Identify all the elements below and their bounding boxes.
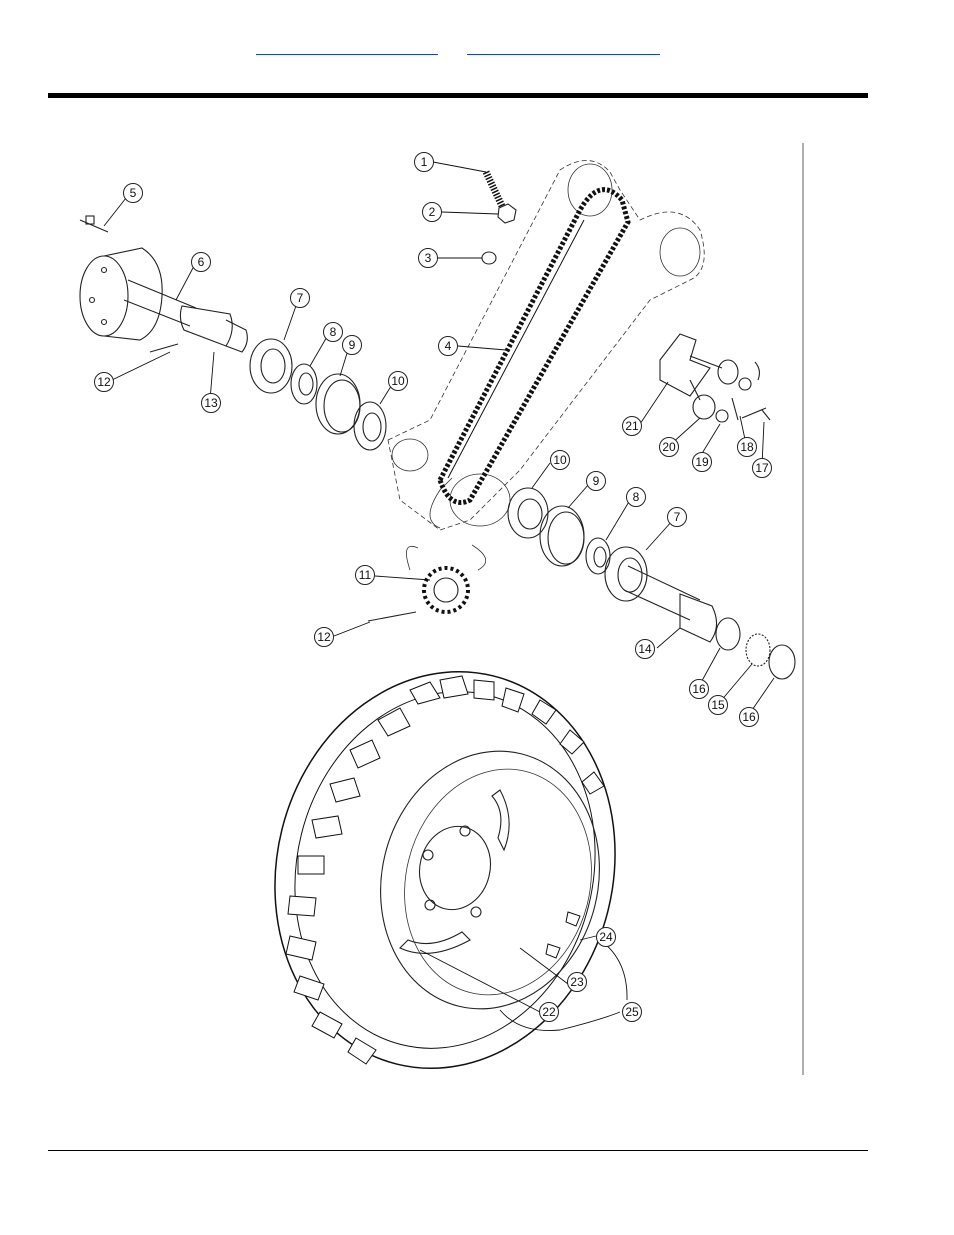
svg-text:23: 23 <box>570 975 584 989</box>
callout-11: 11 <box>356 566 375 585</box>
callout-1: 1 <box>415 153 434 172</box>
nut-part <box>498 204 516 223</box>
callout-16-inner: 16 <box>690 680 709 699</box>
callout-2: 2 <box>423 203 442 222</box>
svg-text:14: 14 <box>638 642 652 656</box>
callout-6: 6 <box>192 253 211 272</box>
callout-3: 3 <box>419 249 438 268</box>
svg-text:12: 12 <box>97 375 111 389</box>
callout-13: 13 <box>202 394 221 413</box>
jam-nut-part <box>482 252 496 264</box>
callout-10-right: 10 <box>551 451 570 470</box>
left-bearing-group <box>250 339 386 450</box>
hub-spindle-part <box>80 216 247 352</box>
callout-22: 22 <box>540 1003 559 1022</box>
callout-25: 25 <box>623 1003 642 1022</box>
callout-7-right: 7 <box>668 508 687 527</box>
callout-5: 5 <box>124 184 143 203</box>
callout-19: 19 <box>693 453 712 472</box>
svg-text:19: 19 <box>695 455 709 469</box>
svg-text:5: 5 <box>130 186 137 200</box>
svg-text:4: 4 <box>445 339 452 353</box>
callout-7-left: 7 <box>291 289 310 308</box>
lock-nut-part-outer <box>769 645 795 679</box>
callout-20: 20 <box>660 438 679 457</box>
callout-23: 23 <box>568 973 587 992</box>
wheel-and-tire <box>234 635 657 1104</box>
svg-text:17: 17 <box>755 461 769 475</box>
svg-text:3: 3 <box>425 251 432 265</box>
callout-14: 14 <box>636 640 655 659</box>
svg-text:8: 8 <box>633 490 640 504</box>
svg-text:9: 9 <box>593 474 600 488</box>
svg-text:22: 22 <box>542 1005 556 1019</box>
lock-washer-part <box>746 634 770 666</box>
right-bearing-group <box>508 488 647 601</box>
svg-text:21: 21 <box>625 419 639 433</box>
callout-18: 18 <box>738 438 757 457</box>
svg-text:10: 10 <box>553 453 567 467</box>
callout-9-right: 9 <box>587 472 606 491</box>
callout-leader-lines <box>104 162 774 1031</box>
callout-9-left: 9 <box>343 336 362 355</box>
svg-text:6: 6 <box>198 255 205 269</box>
callout-21: 21 <box>623 417 642 436</box>
callout-12-lower: 12 <box>315 628 334 647</box>
svg-text:13: 13 <box>204 396 218 410</box>
svg-text:7: 7 <box>297 291 304 305</box>
svg-text:12: 12 <box>317 630 331 644</box>
svg-text:25: 25 <box>625 1005 639 1019</box>
callout-24: 24 <box>597 928 616 947</box>
lock-nut-part <box>716 618 740 650</box>
roll-pin-part <box>150 344 178 352</box>
svg-text:10: 10 <box>391 374 405 388</box>
axle-shaft-part <box>624 566 717 642</box>
svg-text:16: 16 <box>742 710 756 724</box>
svg-text:11: 11 <box>359 568 372 582</box>
svg-text:18: 18 <box>740 440 754 454</box>
idler-bracket-group <box>660 334 770 422</box>
svg-text:20: 20 <box>662 440 676 454</box>
callout-16-outer: 16 <box>740 708 759 727</box>
sprocket-part <box>406 545 485 612</box>
callout-15: 15 <box>709 696 728 715</box>
callout-8-right: 8 <box>627 488 646 507</box>
adjuster-bolt-part <box>486 172 502 206</box>
callout-12-upper: 12 <box>95 373 114 392</box>
callout-10-left: 10 <box>389 372 408 391</box>
callout-4: 4 <box>439 337 458 356</box>
roll-pin-part-lower <box>368 612 416 621</box>
svg-text:7: 7 <box>674 510 681 524</box>
svg-text:8: 8 <box>330 325 337 339</box>
svg-text:9: 9 <box>349 338 356 352</box>
svg-text:24: 24 <box>599 930 613 944</box>
svg-text:2: 2 <box>429 205 436 219</box>
callout-17: 17 <box>753 459 772 478</box>
svg-text:15: 15 <box>711 698 725 712</box>
svg-text:16: 16 <box>692 682 706 696</box>
callout-8-left: 8 <box>324 323 343 342</box>
svg-text:1: 1 <box>421 155 428 169</box>
